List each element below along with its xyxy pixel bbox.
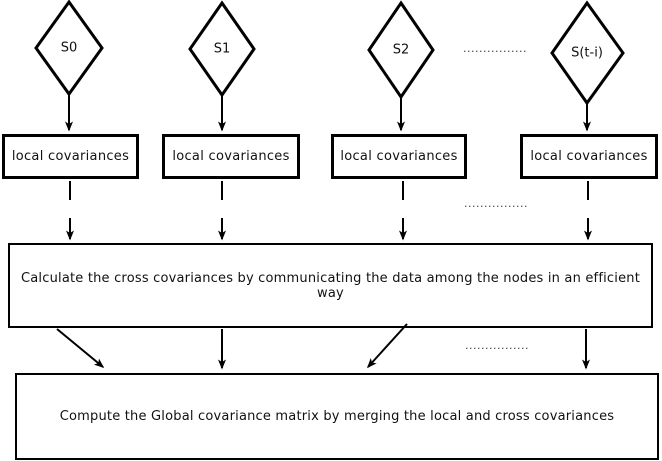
- ellipsis-separator-bottom: ................: [465, 341, 529, 351]
- local-covariances-box-2: local covariances: [162, 134, 300, 179]
- source-node-label-sti: S(t-i): [571, 45, 603, 61]
- local-covariances-box-1: local covariances: [2, 134, 139, 179]
- local-covariances-box-4: local covariances: [520, 134, 658, 179]
- local-covariances-box-3: local covariances: [331, 134, 467, 179]
- source-node-label-s0: S0: [60, 40, 78, 56]
- global-covariance-process-box: Compute the Global covariance matrix by …: [15, 373, 659, 460]
- cross-covariance-process-box: Calculate the cross covariances by commu…: [8, 243, 653, 328]
- arrow-cross-to-global-1: [56, 328, 105, 368]
- arrow-cross-to-global-3: [366, 323, 408, 369]
- source-node-label-s1: S1: [213, 41, 231, 57]
- source-node-label-s2: S2: [392, 42, 410, 58]
- ellipsis-separator-top: ................: [463, 44, 527, 54]
- ellipsis-separator-middle: ................: [464, 199, 528, 209]
